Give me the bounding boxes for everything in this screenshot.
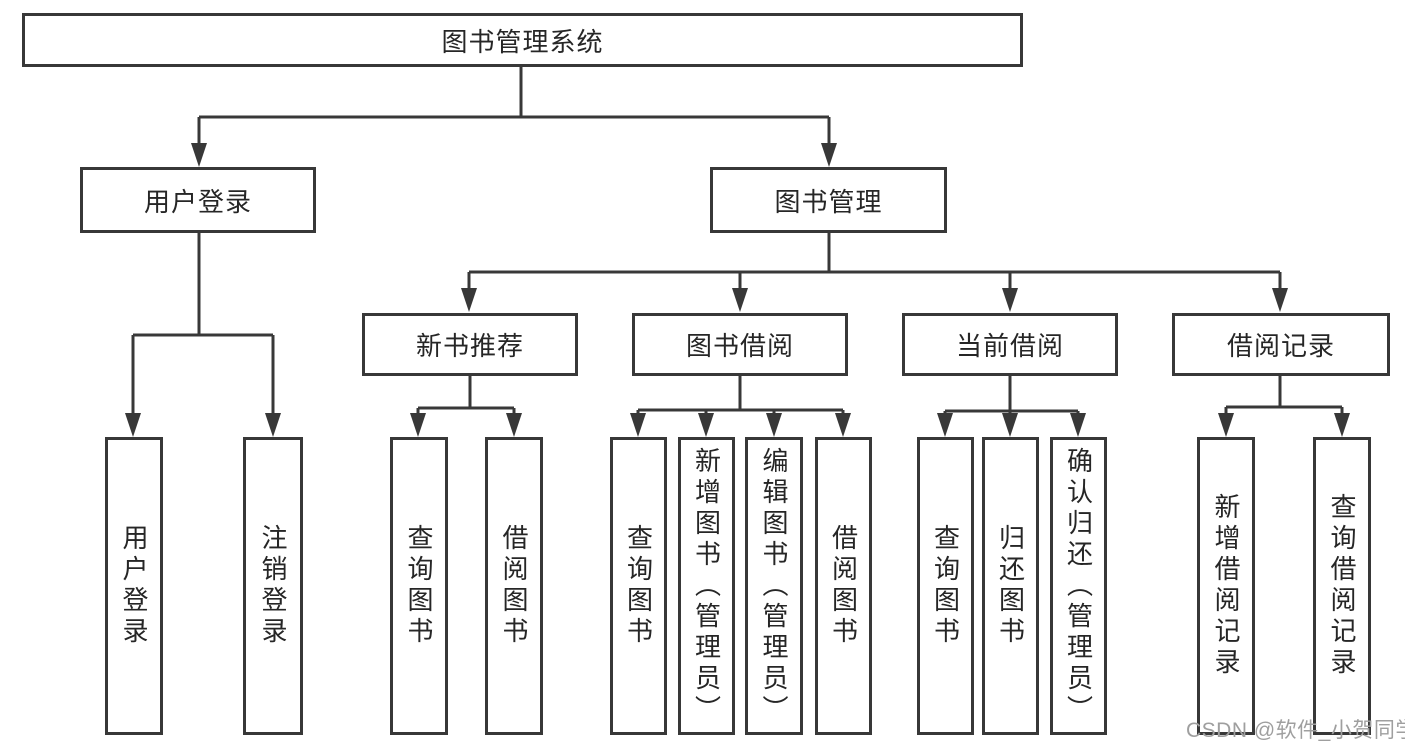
leaf-query-borrow-record: 查询借阅记录 bbox=[1313, 437, 1371, 735]
leaf-logout: 注销登录 bbox=[243, 437, 303, 735]
node-label: 当前借阅 bbox=[955, 331, 1064, 361]
node-user-login: 用户登录 bbox=[80, 167, 316, 233]
connector-user-login-children bbox=[125, 232, 281, 437]
node-label: 图书借阅 bbox=[685, 331, 794, 361]
leaf-query-books-recommend: 查询图书 bbox=[390, 437, 448, 735]
leaf-borrow-books: 借阅图书 bbox=[815, 437, 872, 735]
node-label: 借阅记录 bbox=[1226, 331, 1335, 361]
leaf-label: 查询图书 bbox=[930, 524, 961, 648]
leaf-label: 归还图书 bbox=[995, 524, 1026, 648]
leaf-query-books-current: 查询图书 bbox=[917, 437, 974, 735]
leaf-label: 编辑图书（管理员） bbox=[759, 446, 789, 726]
connector-borrow-records-children bbox=[1218, 375, 1350, 437]
connector-book-borrow-children bbox=[630, 375, 851, 437]
leaf-edit-books-admin: 编辑图书（管理员） bbox=[745, 437, 803, 735]
leaf-label: 新增图书（管理员） bbox=[691, 446, 722, 726]
node-new-book-recommend: 新书推荐 bbox=[362, 313, 578, 376]
leaf-borrow-books-recommend: 借阅图书 bbox=[485, 437, 543, 735]
leaf-add-borrow-record: 新增借阅记录 bbox=[1197, 437, 1255, 735]
leaf-label: 借阅图书 bbox=[499, 524, 529, 648]
connector-new-book-children bbox=[410, 375, 522, 437]
leaf-add-books-admin: 新增图书（管理员） bbox=[678, 437, 735, 735]
connector-current-borrow-children bbox=[937, 375, 1086, 437]
node-book-borrowing: 图书借阅 bbox=[632, 313, 848, 376]
csdn-watermark: CSDN @软件_小贺同学 bbox=[1186, 719, 1405, 742]
leaf-confirm-return-admin: 确认归还（管理员） bbox=[1050, 437, 1107, 735]
leaf-label: 确认归还（管理员） bbox=[1063, 446, 1094, 726]
connector-book-mgmt-to-level3 bbox=[461, 232, 1288, 312]
leaf-query-books-borrow: 查询图书 bbox=[610, 437, 667, 735]
node-label: 图书管理系统 bbox=[441, 26, 604, 57]
node-label: 新书推荐 bbox=[415, 331, 524, 361]
node-book-management: 图书管理 bbox=[710, 167, 947, 233]
leaf-label: 新增借阅记录 bbox=[1211, 493, 1241, 679]
node-borrowing-records: 借阅记录 bbox=[1172, 313, 1390, 376]
node-label: 用户登录 bbox=[143, 186, 252, 217]
node-current-borrowing: 当前借阅 bbox=[902, 313, 1118, 376]
leaf-label: 查询图书 bbox=[623, 524, 654, 648]
node-library-system: 图书管理系统 bbox=[22, 13, 1023, 67]
leaf-label: 注销登录 bbox=[258, 524, 288, 648]
leaf-user-login: 用户登录 bbox=[105, 437, 163, 735]
leaf-label: 借阅图书 bbox=[828, 524, 859, 648]
connector-root-to-level2 bbox=[191, 66, 837, 167]
leaf-label: 查询借阅记录 bbox=[1327, 493, 1357, 679]
leaf-label: 用户登录 bbox=[119, 524, 149, 648]
node-label: 图书管理 bbox=[774, 186, 883, 217]
leaf-return-books: 归还图书 bbox=[982, 437, 1039, 735]
leaf-label: 查询图书 bbox=[404, 524, 434, 648]
